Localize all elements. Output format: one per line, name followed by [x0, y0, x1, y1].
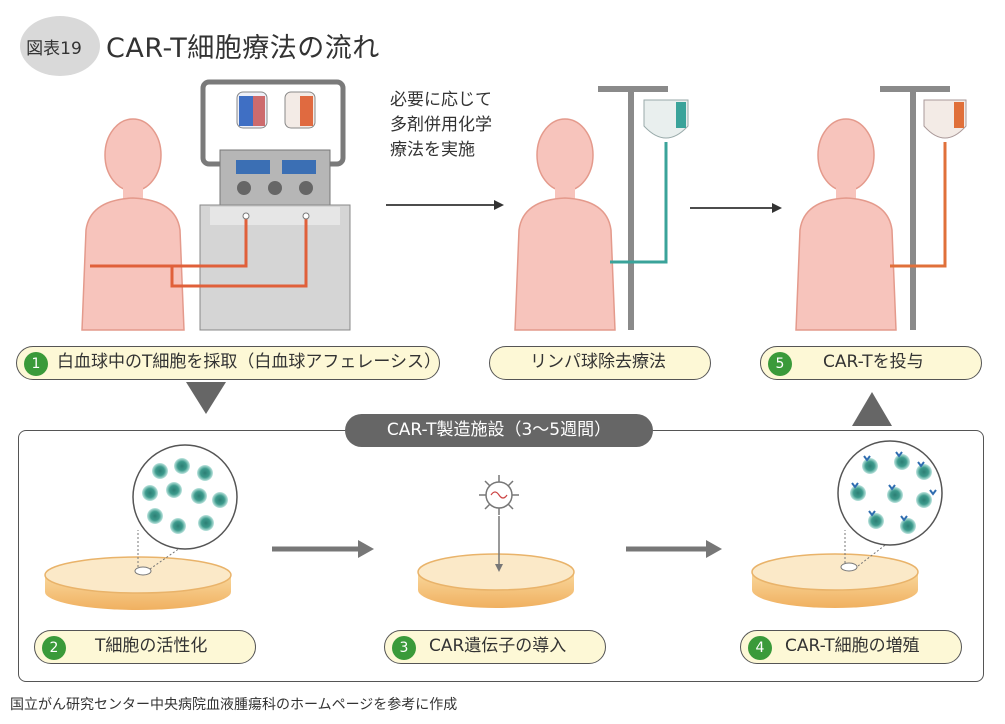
step-3-label: CAR遺伝子の導入	[429, 636, 567, 656]
arrow-dish-2-to-3	[626, 540, 722, 558]
chemo-note-line-2: 多剤併用化学	[390, 115, 492, 135]
patient-figure-3	[795, 86, 967, 331]
step-1-label: 白血球中のT細胞を採取（白血球アフェレーシス）	[57, 352, 442, 372]
step-1-pill: 1 白血球中のT細胞を採取（白血球アフェレーシス）	[16, 346, 442, 380]
chemo-note-line-1: 必要に応じて	[390, 90, 492, 110]
lymphodepletion-label: リンパ球除去療法	[530, 352, 666, 372]
dish-gene-transfer	[417, 475, 575, 608]
step-5-number: 5	[768, 352, 792, 376]
arrow-dish-1-to-2	[272, 540, 374, 558]
step-1-number: 1	[24, 352, 48, 376]
facility-label: CAR-T製造施設（3〜5週間）	[345, 414, 653, 447]
arrow-down-to-facility	[186, 382, 226, 414]
chemo-note: 必要に応じて 多剤併用化学 療法を実施	[390, 88, 530, 163]
patient-figure-1	[81, 118, 185, 331]
arrow-1-to-2	[386, 200, 504, 210]
lymphodepletion-pill: リンパ球除去療法	[489, 346, 711, 380]
figure-badge	[20, 16, 100, 76]
step-3-pill: 3 CAR遺伝子の導入	[384, 630, 606, 664]
step-5-label: CAR-Tを投与	[823, 352, 924, 372]
step-4-pill: 4 CAR-T細胞の増殖	[740, 630, 962, 664]
step-2-pill: 2 T細胞の活性化	[34, 630, 256, 664]
step-5-pill: 5 CAR-Tを投与	[760, 346, 982, 380]
step-4-label: CAR-T細胞の増殖	[785, 636, 920, 656]
apheresis-machine	[90, 79, 351, 331]
step-4-number: 4	[748, 636, 772, 660]
source-note: 国立がん研究センター中央病院血液腫瘍科のホームページを参考に作成	[10, 697, 458, 713]
step-2-label: T細胞の活性化	[95, 636, 208, 656]
arrow-2-to-3	[690, 203, 782, 213]
dish-expansion	[751, 440, 943, 608]
step-3-number: 3	[392, 636, 416, 660]
arrow-up-from-facility	[852, 392, 892, 426]
figure-number: 図表19	[26, 39, 82, 59]
step-2-number: 2	[42, 636, 66, 660]
chemo-note-line-3: 療法を実施	[390, 140, 475, 160]
patient-figure-2	[514, 86, 689, 331]
dish-activation	[44, 444, 238, 610]
page-title: CAR-T細胞療法の流れ	[106, 33, 380, 64]
